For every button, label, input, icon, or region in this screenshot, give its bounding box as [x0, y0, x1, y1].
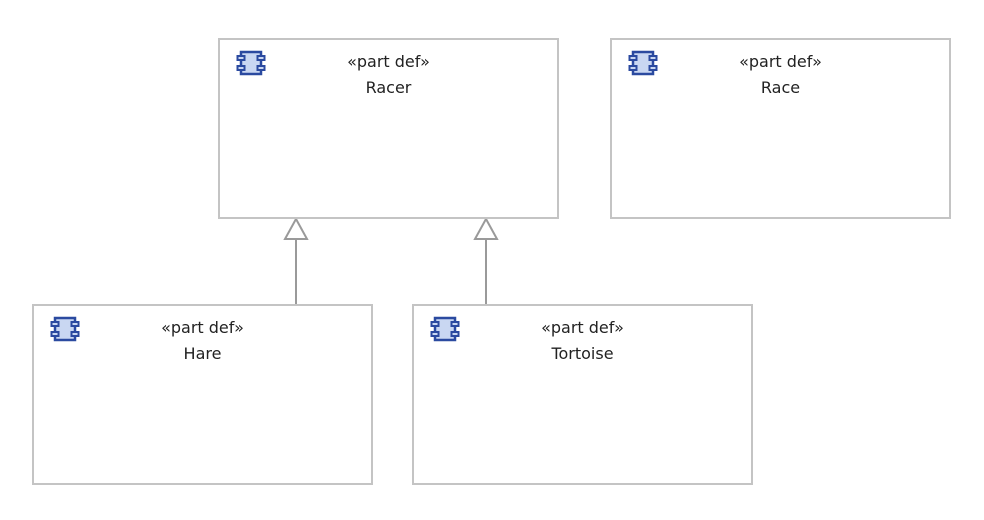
node-stereotype: «part def» — [347, 52, 430, 71]
part-def-icon — [50, 316, 80, 342]
node-name: Tortoise — [551, 344, 614, 363]
node-name: Hare — [183, 344, 222, 363]
part-def-icon — [628, 50, 658, 76]
node-stereotype: «part def» — [541, 318, 624, 337]
part-def-race[interactable]: «part def» Race — [610, 38, 951, 219]
node-header: «part def» Racer — [220, 49, 557, 101]
generalization-arrowhead — [283, 216, 309, 240]
node-name: Racer — [365, 78, 412, 97]
node-header: «part def» Hare — [34, 315, 371, 367]
node-header: «part def» Race — [612, 49, 949, 101]
part-def-icon — [430, 316, 460, 342]
generalization-arrowhead — [473, 216, 499, 240]
node-header: «part def» Tortoise — [414, 315, 751, 367]
generalization-edge-hare-racer[interactable] — [283, 216, 309, 304]
part-def-hare[interactable]: «part def» Hare — [32, 304, 373, 485]
node-stereotype: «part def» — [739, 52, 822, 71]
generalization-edge-tortoise-racer[interactable] — [473, 216, 499, 304]
node-name: Race — [760, 78, 801, 97]
part-def-icon — [236, 50, 266, 76]
part-def-racer[interactable]: «part def» Racer — [218, 38, 559, 219]
node-stereotype: «part def» — [161, 318, 244, 337]
part-def-tortoise[interactable]: «part def» Tortoise — [412, 304, 753, 485]
